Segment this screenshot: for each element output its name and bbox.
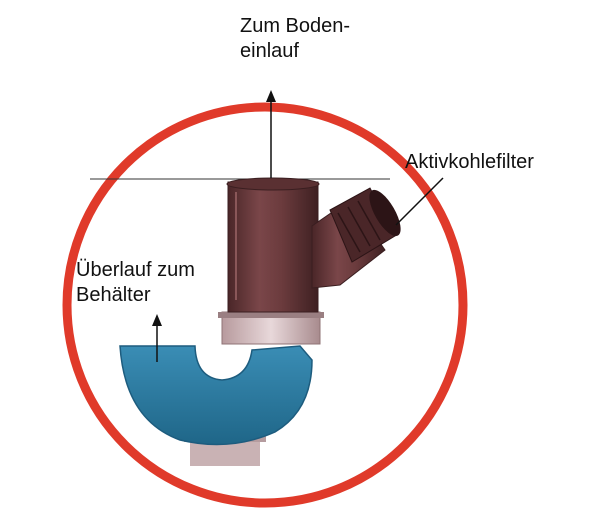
main-pipe (227, 181, 319, 313)
carbon-filter-leader (395, 177, 444, 226)
carbon-filter-branch (311, 187, 401, 289)
overflow-label-line1: Überlauf zum (76, 259, 195, 281)
floor-drain-label-line1: Zum Boden- (240, 15, 351, 37)
arrow-up-icon (152, 314, 162, 362)
floor-drain-label-line2: einlauf (240, 40, 299, 62)
floor-drain-label: Zum Boden- einlauf (240, 14, 350, 64)
water-trap-bowl (119, 345, 313, 446)
overflow-label: Überlauf zum Behälter (76, 258, 195, 308)
arrow-up-icon (266, 90, 276, 178)
magnifier-ring (62, 102, 468, 508)
overflow-label-line2: Behälter (76, 284, 151, 306)
carbon-filter-label: Aktivkohlefilter (405, 151, 534, 173)
